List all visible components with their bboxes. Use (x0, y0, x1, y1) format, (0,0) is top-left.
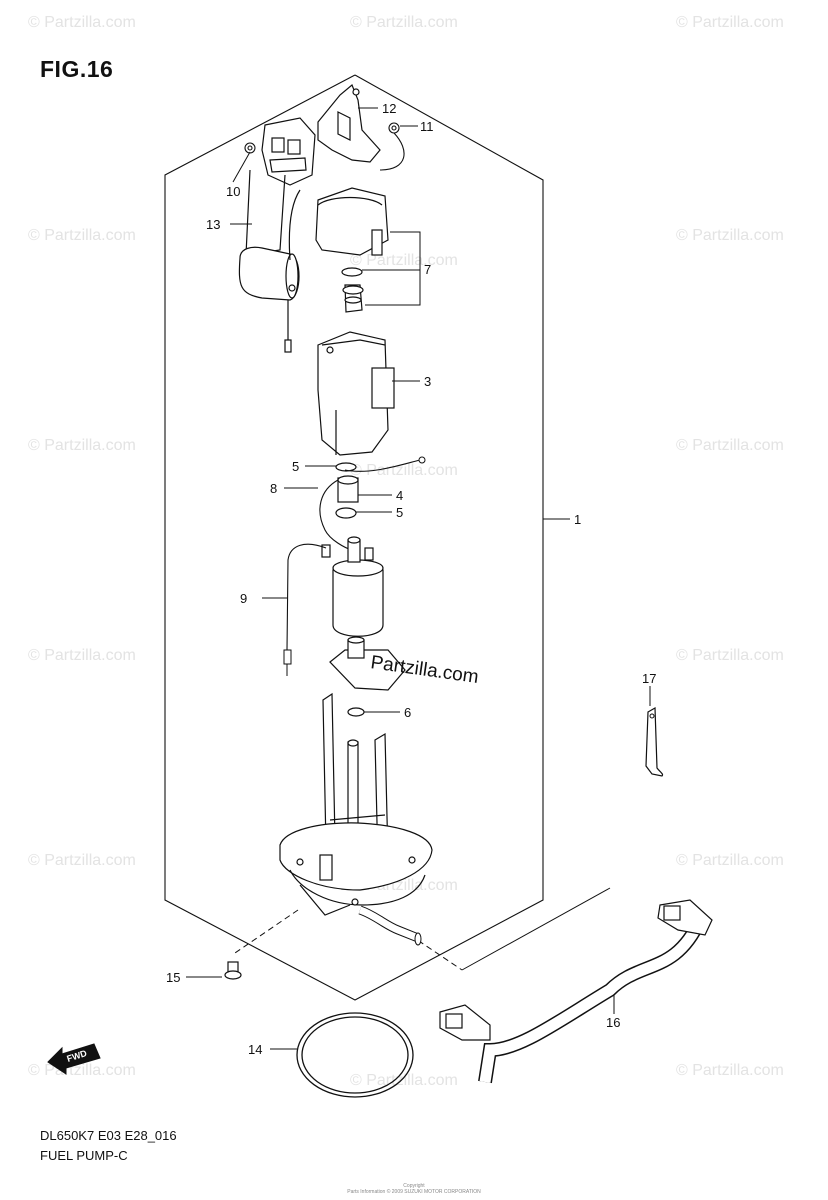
copyright-line: Parts Information © 2009 SUZUKI MOTOR CO… (347, 1189, 481, 1195)
outlet-pipe (358, 906, 420, 942)
fuel-pump-part (321, 536, 384, 637)
copyright-notice: Copyright Parts Information © 2009 SUZUK… (0, 1183, 828, 1195)
pump-wire (286, 543, 327, 651)
callout-7: 7 (424, 262, 431, 277)
fuel-filter-part (329, 636, 406, 691)
callout-5-upper: 5 (292, 459, 299, 474)
watermark: © Partzilla.com (28, 227, 136, 244)
pipe-end (414, 932, 422, 946)
callout-labels: 1 3 4 5 5 6 7 8 9 10 11 12 13 14 15 16 1… (166, 101, 656, 1057)
assembly-outline (164, 74, 544, 1001)
diagram-name: FUEL PUMP-C (40, 1148, 128, 1163)
callout-8: 8 (270, 481, 277, 496)
lead-wire-part (319, 479, 353, 551)
watermark: © Partzilla.com (676, 227, 784, 244)
gasket-part (296, 1012, 414, 1098)
watermark-layer: © Partzilla.com © Partzilla.com © Partzi… (28, 14, 784, 1089)
watermark: © Partzilla.com (676, 14, 784, 31)
terminal (283, 649, 292, 665)
callout-1: 1 (574, 512, 581, 527)
watermark: © Partzilla.com (676, 852, 784, 869)
grommet-nut-part (388, 122, 400, 134)
o-ring-part (347, 707, 365, 717)
nozzle-part (337, 475, 359, 503)
o-ring-part (335, 462, 357, 519)
watermark: © Partzilla.com (28, 14, 136, 31)
fuel-level-gauge-part (238, 169, 301, 353)
callout-3: 3 (424, 374, 431, 389)
callout-5-lower: 5 (396, 505, 403, 520)
watermark: © Partzilla.com (350, 252, 458, 269)
watermark: © Partzilla.com (28, 852, 136, 869)
forward-direction-arrow: FWD (47, 1043, 101, 1075)
callout-13: 13 (206, 217, 220, 232)
guide-line (461, 887, 611, 971)
wire (344, 459, 421, 472)
callout-leader (365, 231, 421, 306)
callout-4: 4 (396, 488, 403, 503)
callout-17: 17 (642, 671, 656, 686)
nut-part (244, 142, 256, 154)
terminal (418, 456, 426, 464)
watermark: © Partzilla.com (676, 1062, 784, 1079)
clip-part (645, 706, 664, 777)
watermark: © Partzilla.com (676, 647, 784, 664)
watermark: © Partzilla.com (350, 14, 458, 31)
callout-10: 10 (226, 184, 240, 199)
pressure-regulator-part (315, 187, 389, 313)
callout-15: 15 (166, 970, 180, 985)
wire (379, 132, 405, 171)
copyright-line: Copyright (403, 1183, 425, 1189)
watermark: © Partzilla.com (28, 1062, 136, 1079)
callout-6: 6 (404, 705, 411, 720)
watermark: © Partzilla.com (350, 462, 458, 479)
callout-16: 16 (606, 1015, 620, 1030)
callout-leaders (186, 107, 651, 1050)
callout-9: 9 (240, 591, 247, 606)
watermark: © Partzilla.com (28, 647, 136, 664)
figure-title: FIG.16 (40, 56, 114, 82)
bolt-part (224, 961, 242, 980)
base-plate-part (279, 822, 433, 916)
connector-part (261, 117, 316, 186)
bracket-part (317, 84, 381, 163)
pump-case-part (317, 331, 395, 456)
watermark: © Partzilla.com (28, 437, 136, 454)
watermark: © Partzilla.com (350, 1072, 458, 1089)
callout-12: 12 (382, 101, 396, 116)
hose-connector-part (439, 899, 713, 1041)
watermark: © Partzilla.com (676, 437, 784, 454)
diagram-code: DL650K7 E03 E28_016 (40, 1128, 177, 1143)
callout-11: 11 (420, 119, 434, 134)
clip-hole (649, 713, 655, 719)
fuel-hose-part (478, 916, 707, 1084)
callout-14: 14 (248, 1042, 262, 1057)
